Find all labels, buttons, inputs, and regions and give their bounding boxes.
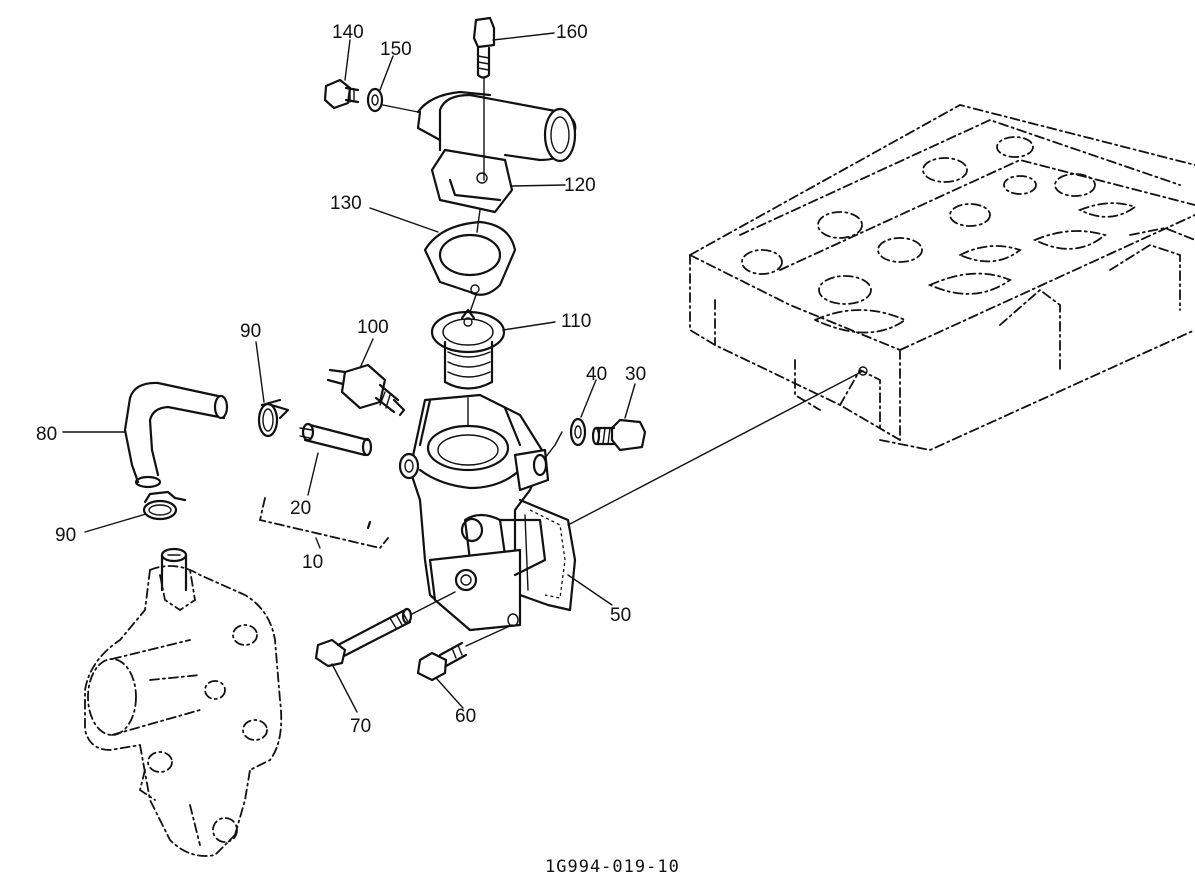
drain-plug	[366, 520, 372, 530]
callout-10: 10	[302, 552, 323, 573]
hose-80	[123, 381, 229, 489]
bolt-160	[472, 16, 496, 79]
callout-160: 160	[556, 22, 588, 43]
hose-clamp-90-upper	[257, 398, 290, 438]
thermostat-housing	[398, 393, 550, 632]
callout-150: 150	[380, 39, 412, 60]
temperature-sensor-100	[326, 363, 406, 417]
callout-60: 60	[455, 706, 476, 727]
hose-clamp-90-lower	[142, 490, 187, 521]
thermostat-cover-120	[416, 90, 577, 214]
assembly-bracket-10	[258, 497, 389, 550]
washer-150	[366, 87, 384, 113]
plug-bolt-30	[591, 418, 647, 452]
gasket-130	[423, 220, 517, 296]
callout-90-upper: 90	[240, 321, 261, 342]
bolt-axis-60	[465, 624, 513, 647]
water-pump	[84, 547, 283, 857]
callout-20: 20	[290, 498, 311, 519]
thermostat-110	[430, 308, 506, 390]
bolt-axis-70	[411, 591, 456, 615]
callout-80: 80	[36, 424, 57, 445]
callout-110: 110	[561, 311, 591, 332]
cylinder-head	[689, 104, 1195, 451]
bypass-pipe-20	[299, 422, 373, 457]
callout-120: 120	[564, 175, 596, 196]
leader-lines	[62, 32, 864, 713]
callout-70: 70	[350, 716, 371, 737]
callout-100: 100	[357, 317, 389, 338]
callout-50: 50	[610, 605, 631, 626]
washer-40	[569, 417, 587, 447]
drawing-code: 1G994-019-10	[545, 857, 680, 877]
callout-40: 40	[586, 364, 607, 385]
callout-140: 140	[332, 22, 364, 43]
callout-90-lower: 90	[55, 525, 76, 546]
gasket-50	[518, 498, 577, 612]
bolt-60	[416, 641, 468, 682]
bolt-70	[314, 607, 413, 668]
callout-30: 30	[625, 364, 646, 385]
bolt-axis-30	[544, 431, 563, 459]
callout-130: 130	[330, 193, 362, 214]
nut-140	[323, 78, 360, 110]
